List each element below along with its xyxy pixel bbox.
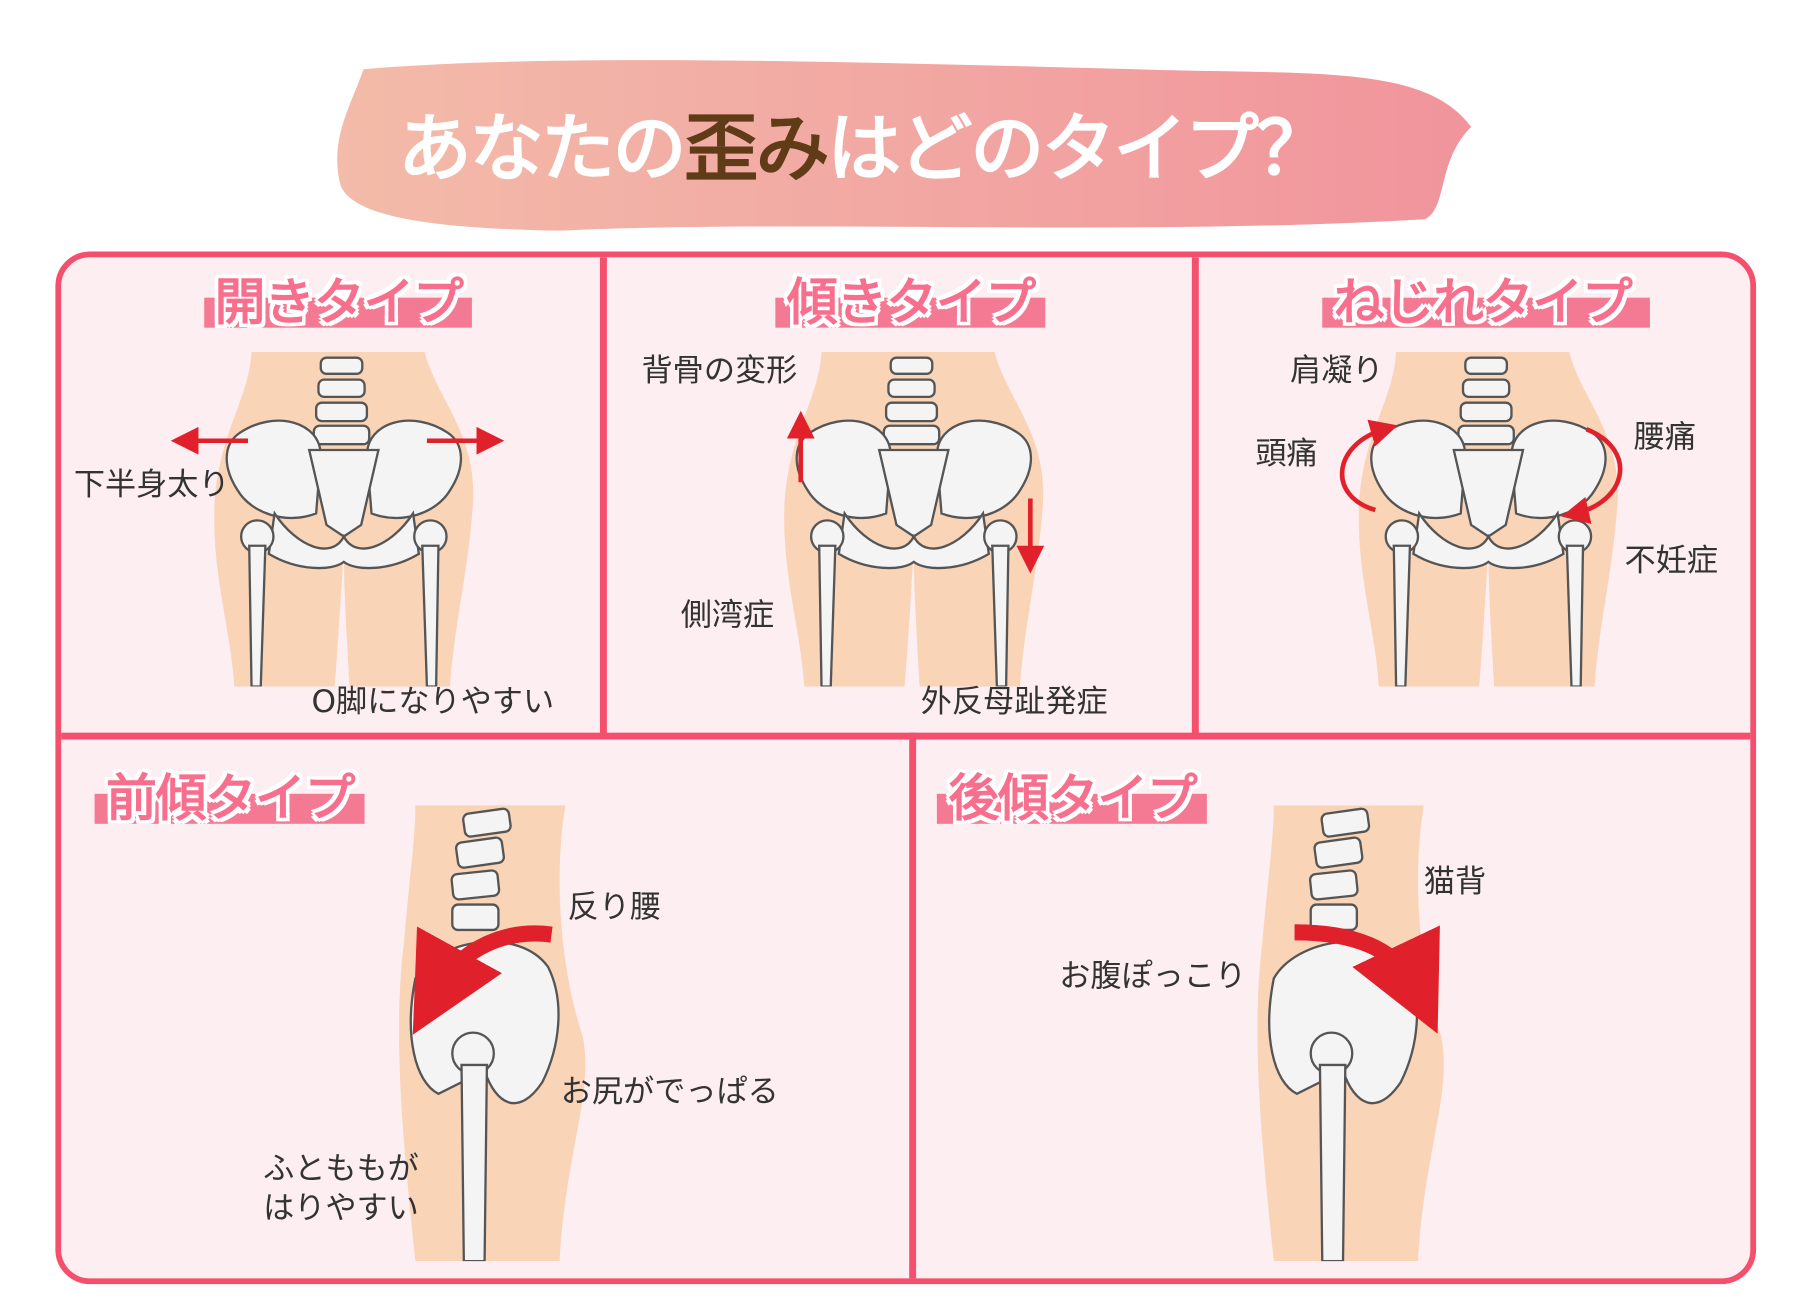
label: 側湾症 [680,597,775,634]
heading-bar [775,297,1046,328]
heading-bar [94,793,365,824]
label: 不妊症 [1624,543,1719,580]
page-title: あなたの歪みはどのタイプ？ [398,90,1330,196]
panel-heading: 後傾タイプ [948,769,1197,829]
title-emphasis: 歪み [684,107,829,193]
title-post: はどのタイプ？ [827,107,1330,193]
label: はりやすい [263,1190,419,1227]
label: ふとももが [263,1151,419,1188]
label: 頭痛 [1255,436,1318,472]
divider [1191,257,1199,739]
divider [599,257,607,739]
divider [909,732,917,1279]
heading-bar [204,297,472,328]
panel-heading: ねじれタイプ [1333,273,1633,333]
label: 猫背 [1423,864,1487,900]
panel-heading: 開きタイプ [214,273,464,333]
label: 反り腰 [567,889,662,926]
title-pre: あなたの [398,107,686,193]
panel-heading: 傾きタイプ [786,273,1036,333]
label: O脚になりやすい [311,684,555,720]
label: 背骨の変形 [641,353,798,389]
label: 腰痛 [1633,419,1697,456]
label: お腹ぽっこり [1059,958,1247,995]
label: お尻がでっぱる [560,1074,779,1110]
title-brush-background [337,60,1472,231]
divider [61,732,1751,740]
heading-bar [936,793,1207,824]
panel-heading: 前傾タイプ [106,769,355,829]
label: 下半身太り [73,467,230,504]
label: 外反母趾発症 [920,684,1108,720]
heading-bar [1322,297,1650,328]
label: 肩凝り [1289,353,1384,389]
